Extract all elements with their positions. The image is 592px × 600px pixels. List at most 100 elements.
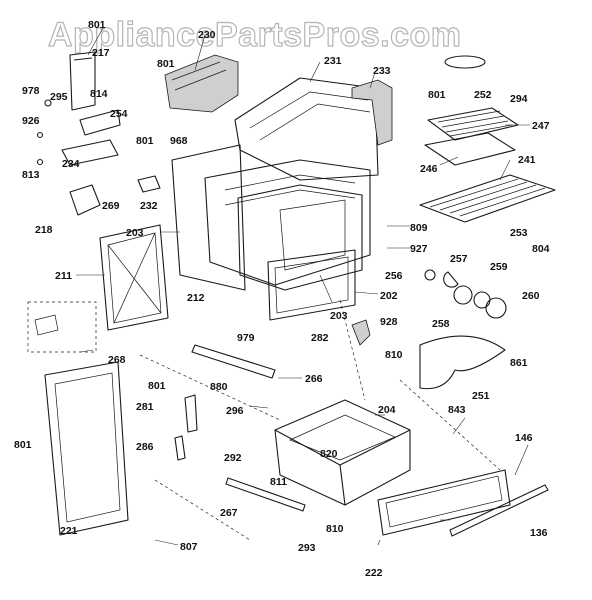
callout-204: 204 bbox=[378, 404, 396, 416]
cover-260 bbox=[485, 297, 507, 319]
bracket-217 bbox=[69, 51, 96, 111]
callout-295: 295 bbox=[50, 91, 68, 103]
callout-230: 230 bbox=[198, 29, 216, 41]
screw-978 bbox=[44, 99, 52, 107]
callout-267: 267 bbox=[220, 507, 238, 519]
callout-843: 843 bbox=[448, 404, 466, 416]
callout-222: 222 bbox=[365, 567, 383, 579]
callout-254: 254 bbox=[110, 108, 128, 120]
callout-928: 928 bbox=[380, 316, 398, 328]
callout-814: 814 bbox=[90, 88, 108, 100]
door-inner-211 bbox=[99, 224, 169, 331]
callout-801-b: 801 bbox=[157, 58, 175, 70]
callout-801-c: 801 bbox=[428, 89, 446, 101]
clip-269 bbox=[137, 175, 161, 193]
callout-256: 256 bbox=[385, 270, 403, 282]
callout-807: 807 bbox=[180, 541, 198, 553]
callout-269: 269 bbox=[102, 200, 120, 212]
callout-252: 252 bbox=[474, 89, 492, 101]
hinge-281 bbox=[184, 394, 198, 433]
callout-266: 266 bbox=[305, 373, 323, 385]
callout-203-a: 203 bbox=[126, 227, 144, 239]
callout-804: 804 bbox=[532, 243, 550, 255]
door-221 bbox=[44, 361, 129, 536]
callout-217: 217 bbox=[92, 47, 110, 59]
callout-811: 811 bbox=[270, 476, 287, 488]
bracket-234 bbox=[61, 139, 119, 166]
callout-978: 978 bbox=[22, 85, 40, 97]
callout-233: 233 bbox=[373, 65, 391, 77]
callout-286: 286 bbox=[136, 441, 154, 453]
side-panel-203 bbox=[171, 144, 246, 291]
detail-box-268 bbox=[27, 301, 97, 353]
callout-246: 246 bbox=[420, 163, 438, 175]
callout-221: 221 bbox=[60, 525, 78, 537]
rail-266 bbox=[191, 344, 276, 379]
callout-880: 880 bbox=[210, 381, 228, 393]
callout-296: 296 bbox=[226, 405, 244, 417]
callout-801-a: 801 bbox=[88, 19, 106, 31]
callout-927: 927 bbox=[410, 243, 428, 255]
callout-136: 136 bbox=[530, 527, 548, 539]
callout-259: 259 bbox=[490, 261, 508, 273]
pad-252 bbox=[444, 55, 486, 69]
callout-146: 146 bbox=[515, 432, 533, 444]
broiler-pan-246 bbox=[424, 132, 516, 166]
drawer-front-222 bbox=[377, 469, 511, 536]
ring-258 bbox=[453, 285, 473, 305]
callout-203-b: 203 bbox=[330, 310, 348, 322]
callout-861: 861 bbox=[510, 357, 528, 369]
callout-809: 809 bbox=[410, 222, 428, 234]
callout-labels: 801 217 230 801 231 233 801 252 294 978 … bbox=[14, 19, 550, 579]
callout-979: 979 bbox=[237, 332, 255, 344]
broiler-grid-247 bbox=[427, 107, 519, 141]
bracket-218 bbox=[69, 184, 101, 216]
callout-218: 218 bbox=[35, 224, 53, 236]
callout-258: 258 bbox=[432, 318, 450, 330]
callout-810-b: 810 bbox=[326, 523, 344, 535]
oven-cavity-232 bbox=[204, 159, 371, 286]
ring-259 bbox=[473, 291, 491, 309]
parts-art bbox=[27, 51, 556, 541]
callout-241: 241 bbox=[518, 154, 536, 166]
callout-282: 282 bbox=[311, 332, 329, 344]
callout-810-a: 810 bbox=[385, 349, 403, 361]
callout-232: 232 bbox=[140, 200, 158, 212]
leader-lines bbox=[76, 27, 530, 546]
callout-212: 212 bbox=[187, 292, 205, 304]
callout-801-e: 801 bbox=[148, 380, 166, 392]
callout-257: 257 bbox=[450, 253, 468, 265]
callout-801-d: 801 bbox=[136, 135, 154, 147]
vent-duct-230 bbox=[164, 54, 239, 113]
callout-968: 968 bbox=[170, 135, 188, 147]
socket-256 bbox=[424, 269, 436, 281]
callout-231: 231 bbox=[324, 55, 342, 67]
callout-251: 251 bbox=[472, 390, 490, 402]
front-frame-202 bbox=[267, 249, 356, 321]
callout-211: 211 bbox=[55, 270, 72, 282]
bake-element-251 bbox=[419, 335, 506, 390]
callout-813: 813 bbox=[22, 169, 40, 181]
oven-liner bbox=[237, 184, 363, 291]
flue-233 bbox=[351, 79, 393, 146]
screw-813 bbox=[36, 158, 44, 166]
callout-253: 253 bbox=[510, 227, 528, 239]
elbow-282 bbox=[351, 319, 371, 346]
hinge-286 bbox=[174, 435, 186, 461]
rod-136 bbox=[449, 484, 549, 537]
callout-234: 234 bbox=[62, 158, 80, 170]
callout-247: 247 bbox=[532, 120, 550, 132]
callout-926: 926 bbox=[22, 115, 40, 127]
slide-267 bbox=[225, 477, 306, 512]
callout-281: 281 bbox=[136, 401, 154, 413]
callout-293: 293 bbox=[298, 542, 316, 554]
bracket-254 bbox=[79, 109, 121, 136]
callout-820: 820 bbox=[320, 448, 338, 460]
callout-268: 268 bbox=[108, 354, 126, 366]
callout-292: 292 bbox=[224, 452, 242, 464]
watermark-text: AppliancePartsPros.com bbox=[48, 16, 461, 54]
callout-801-f: 801 bbox=[14, 439, 32, 451]
callout-202: 202 bbox=[380, 290, 398, 302]
